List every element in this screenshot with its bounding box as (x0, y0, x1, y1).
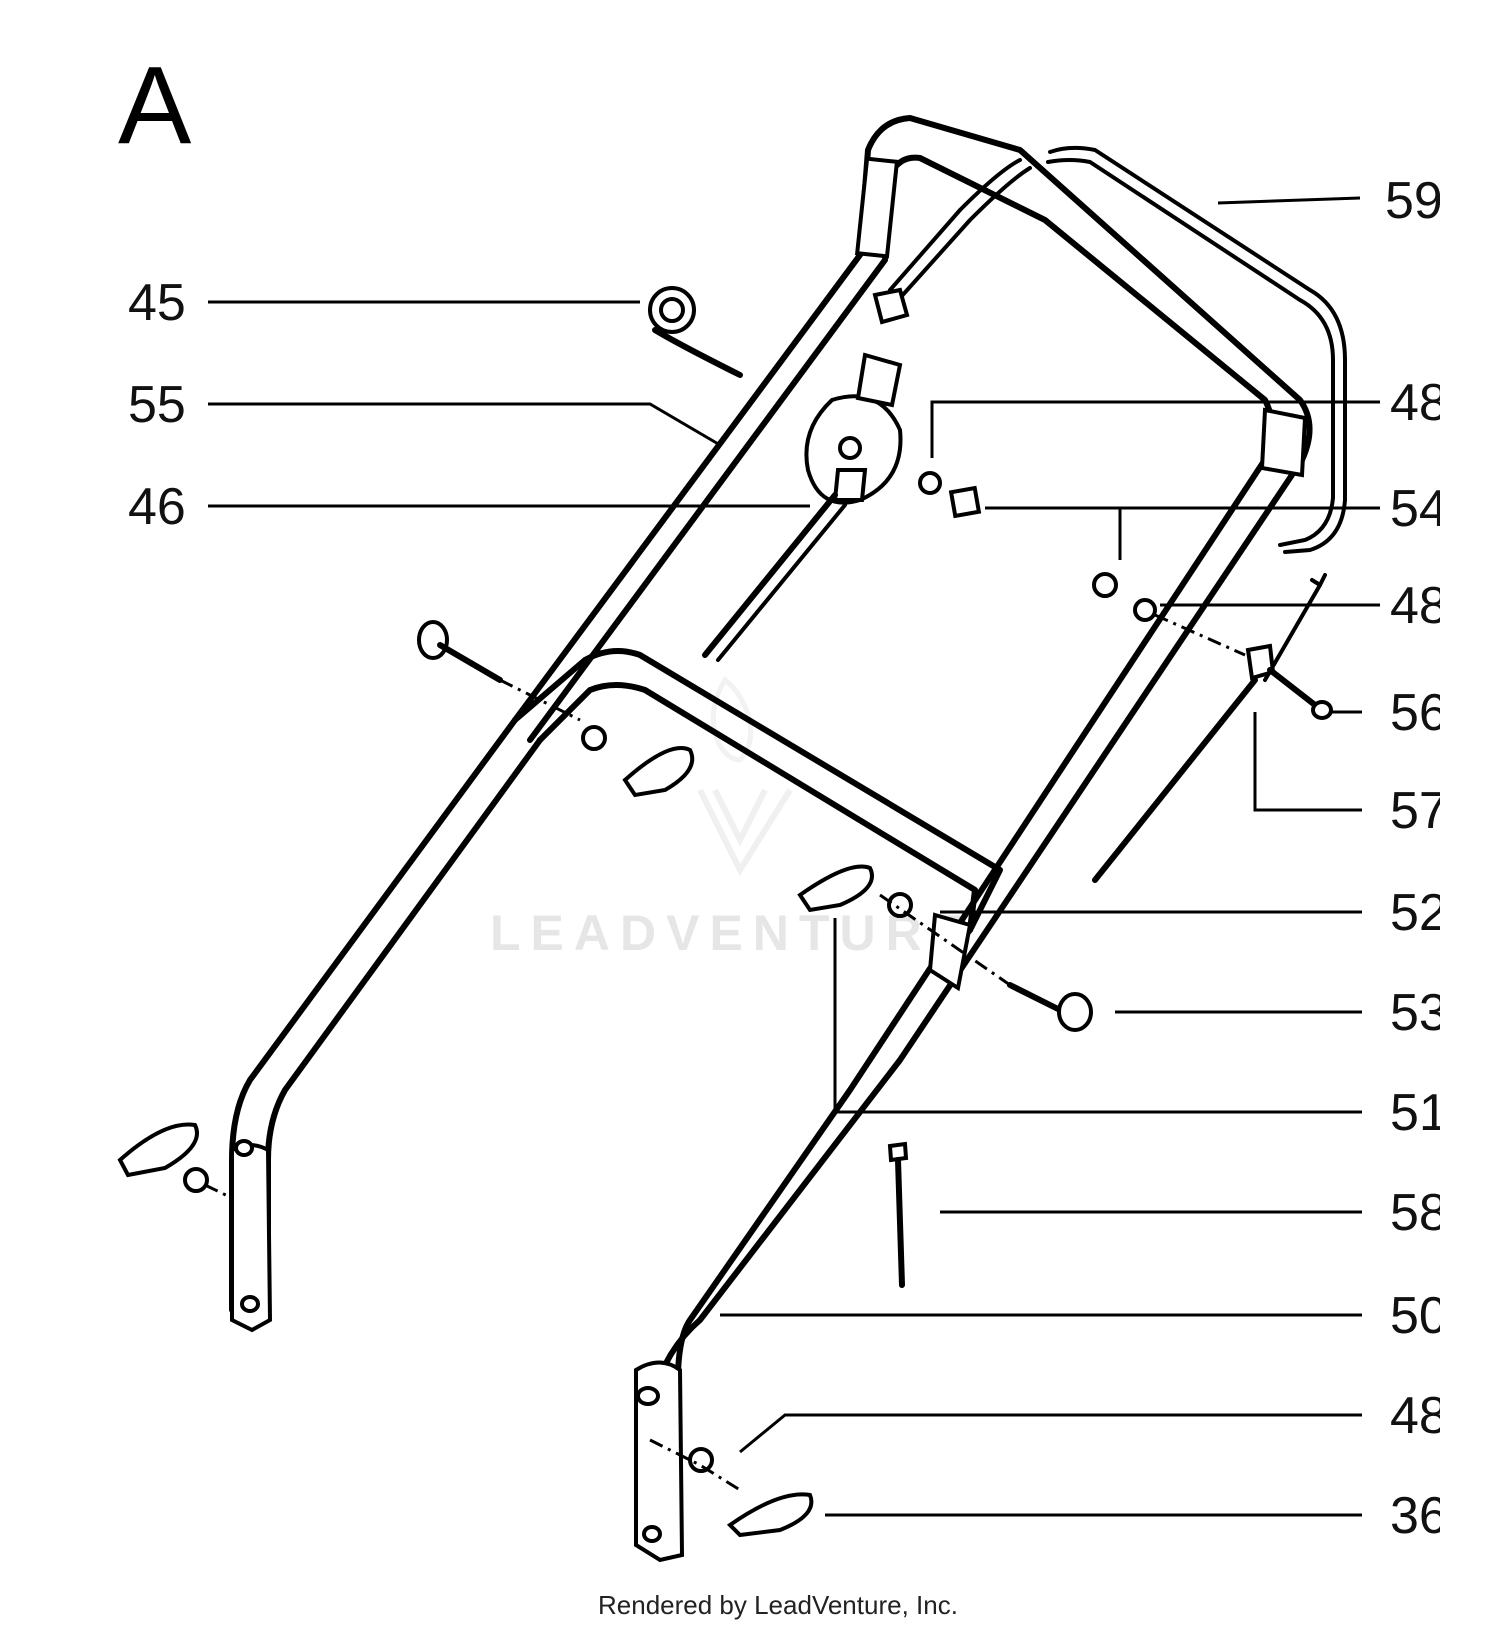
callout-48-middle: 48 (1390, 577, 1448, 635)
knob-center-right (797, 864, 874, 913)
callout-48-lower: 48 (1390, 1387, 1448, 1445)
cable-55 (652, 327, 743, 378)
cable-59 (872, 145, 1347, 554)
callout-52: 52 (1390, 884, 1448, 942)
callout-59: 59 (1385, 172, 1443, 230)
section-letter: A (118, 44, 192, 167)
callout-51: 51 (1390, 1084, 1448, 1142)
callout-53: 53 (1390, 984, 1448, 1042)
footer-credit: Rendered by LeadVenture, Inc. (598, 1590, 958, 1620)
control-lever (702, 352, 903, 662)
pin-58 (887, 1141, 909, 1288)
callout-48-upper: 48 (1390, 374, 1448, 432)
knob-36 (649, 1438, 814, 1538)
clamp-57 (1092, 573, 1333, 883)
callout-58: 58 (1390, 1184, 1448, 1242)
lower-handle (229, 648, 1003, 1333)
bolt-upper-left (417, 620, 607, 751)
ring-45 (648, 286, 696, 334)
upper-handle (512, 115, 1313, 1563)
nuts-48-54 (918, 471, 1246, 657)
callout-50: 50 (1390, 1287, 1448, 1345)
bolt-53 (879, 892, 1093, 1032)
callout-56: 56 (1390, 684, 1448, 742)
callout-57: 57 (1390, 782, 1448, 840)
callout-55: 55 (128, 376, 186, 434)
watermark-text: LEADVENTURE (490, 905, 975, 961)
knob-lower-left (117, 1122, 233, 1200)
crop-mask (1440, 0, 1500, 1632)
knob-center-left (622, 746, 695, 798)
callout-54: 54 (1390, 480, 1448, 538)
leader-lines (208, 196, 1380, 1517)
callout-45: 45 (128, 274, 186, 332)
watermark-logo (697, 676, 793, 877)
callout-46: 46 (128, 478, 186, 536)
callout-36: 36 (1390, 1487, 1448, 1545)
